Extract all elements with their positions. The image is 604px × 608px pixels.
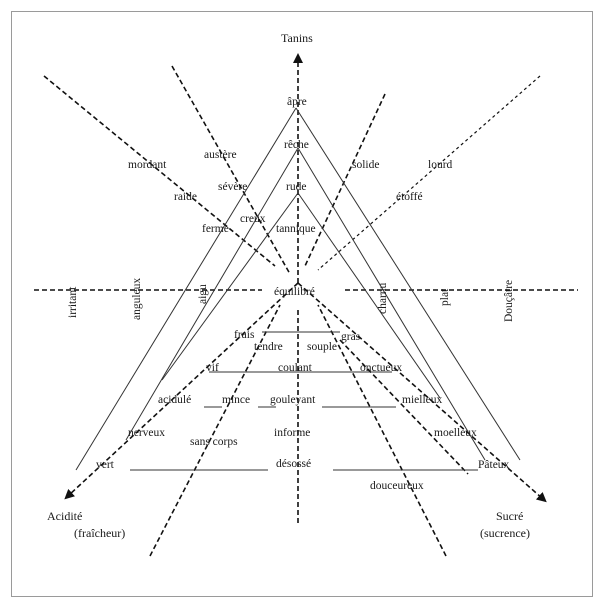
label-etoffe: étoffé xyxy=(396,191,423,203)
label-apre: âpre xyxy=(287,96,307,108)
axis-label-acidite: Acidité xyxy=(47,509,82,523)
diag-mordant-line xyxy=(43,75,276,267)
label-vif: vif xyxy=(206,362,219,374)
label-gras: gras xyxy=(341,331,361,343)
label-douceureux: douceureux xyxy=(370,480,424,492)
label-acidule: acidulé xyxy=(158,394,191,406)
label-charnu: charnu xyxy=(377,282,389,314)
axis-acidite xyxy=(64,282,299,500)
label-rude: rude xyxy=(286,181,306,193)
label-raide: raide xyxy=(174,191,197,203)
label-souple: souple xyxy=(307,341,337,353)
diag-souple-line xyxy=(339,339,469,475)
inner-left-side-2 xyxy=(161,192,299,381)
label-reche: rêche xyxy=(284,139,309,151)
label-ferme: ferme xyxy=(202,223,229,235)
label-plat: plat xyxy=(439,288,451,306)
label-onctueux: onctueux xyxy=(360,362,402,374)
label-anguleux: anguleux xyxy=(131,278,143,320)
label-sans-corps: sans corps xyxy=(190,436,238,448)
label-mordant: mordant xyxy=(128,159,167,171)
label-solide: solide xyxy=(352,159,379,171)
label-mince: mince xyxy=(222,394,250,406)
label-irritant: irritant xyxy=(67,286,79,318)
diag-austere-line xyxy=(171,65,291,275)
diagram-frame xyxy=(11,11,593,597)
label-creux: creux xyxy=(240,213,266,225)
label-frais: frais xyxy=(234,329,255,341)
axis-sucre xyxy=(297,282,547,503)
label-lourd: lourd xyxy=(428,159,453,171)
axis-label-sucre: Sucré xyxy=(496,509,523,523)
label-vert: vert xyxy=(96,459,115,471)
label-informe: informe xyxy=(274,427,310,439)
label-severe: sévère xyxy=(218,181,247,193)
diag-lourd-line xyxy=(317,75,541,271)
outer-right-side xyxy=(295,107,521,461)
label-aigu: aigu xyxy=(197,284,209,304)
label-tendre: tendre xyxy=(254,341,283,353)
label-nerveux: nerveux xyxy=(128,427,165,439)
axis-label-fraicheur: (fraîcheur) xyxy=(74,526,125,540)
label-gouleyant: gouleyant xyxy=(270,394,316,406)
label-moelleux: moelleux xyxy=(434,427,477,439)
label-coulant: coulant xyxy=(278,362,313,374)
label-pateux: Pâteux xyxy=(478,459,510,471)
label-tannique: tannique xyxy=(276,223,316,235)
inner-right-side-1 xyxy=(297,147,486,461)
label-austere: austère xyxy=(204,149,237,161)
outer-left-side xyxy=(75,107,297,471)
inner-right-side-2 xyxy=(297,192,441,399)
label-doucatre: Douçâtre xyxy=(503,280,515,322)
label-equilibre: équilibré xyxy=(274,286,315,298)
axis-label-sucrence: (sucrence) xyxy=(480,526,530,540)
diag-lower-left-line xyxy=(149,304,281,557)
diag-lower-right-line xyxy=(317,304,447,557)
axis-label-tanins: Tanins xyxy=(281,31,313,45)
label-desosse: désossé xyxy=(276,458,311,470)
label-mielleux: mielleux xyxy=(402,394,442,406)
inner-left-side-1 xyxy=(125,147,299,441)
